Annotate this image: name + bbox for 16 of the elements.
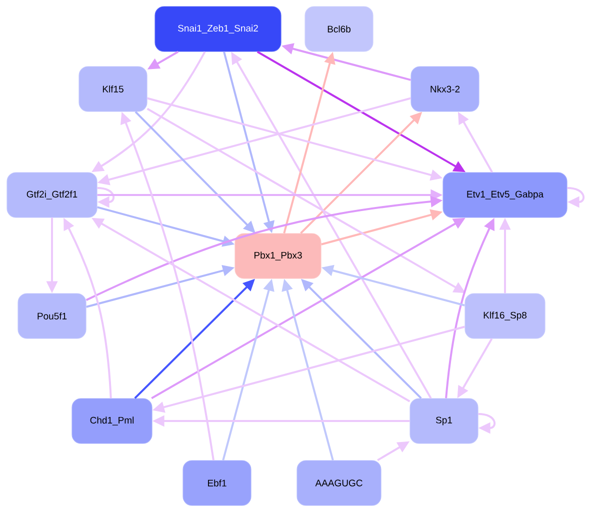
node-box: Bcl6b (304, 6, 374, 52)
node-box: Nkx3-2 (410, 66, 480, 112)
node-box: Snai1_Zeb1_Snai2 (154, 6, 282, 52)
node-box: Etv1_Etv5_Gabpa (442, 172, 568, 218)
node-box: Ebf1 (182, 460, 252, 506)
node-box: Pou5f1 (18, 293, 86, 339)
node-box: Pbx1_Pbx3 (234, 233, 322, 279)
node-box: AAAGUGC (296, 460, 382, 506)
arrow (567, 187, 584, 208)
node-box: Klf16_Sp8 (464, 293, 546, 339)
arrow (478, 413, 496, 434)
node-box: Sp1 (410, 398, 478, 444)
node-box: Gtf2i_Gtf2f1 (6, 172, 98, 218)
node-box: Chd1_Pml (72, 398, 152, 444)
node-box: Klf15 (78, 66, 148, 112)
arrow (97, 187, 114, 208)
